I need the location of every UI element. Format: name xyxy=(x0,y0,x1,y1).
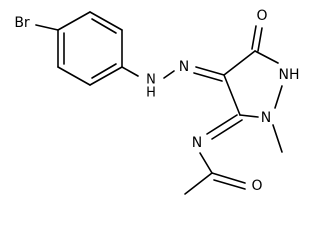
c-br-bond xyxy=(35,24,59,31)
chemical-structure-diagram: Br N H N O NH N N O xyxy=(14,8,300,195)
acetyl-o-label: O xyxy=(251,178,262,194)
c-methyl-bond xyxy=(184,172,213,195)
ring-bond xyxy=(239,114,259,118)
pyrazolone-ring xyxy=(223,50,283,118)
c-o-double-bond xyxy=(213,179,246,190)
ring-bond xyxy=(57,66,91,86)
ring-nh-label: NH xyxy=(279,67,300,83)
n-c-double-bond xyxy=(193,72,223,82)
c-o-double-bond xyxy=(251,25,257,50)
n-c-bond xyxy=(199,152,213,174)
c-n-double-bond xyxy=(211,119,243,140)
ring-n-label: N xyxy=(261,110,271,126)
ring-double-bond xyxy=(91,18,117,34)
c-o-double-bond xyxy=(257,27,263,52)
hydrazone-n-label: N xyxy=(179,59,189,75)
bromine-label: Br xyxy=(14,15,30,31)
hydrazone-nh-label-h: H xyxy=(146,86,156,101)
c-o-double-bond xyxy=(211,172,246,184)
ring-bond xyxy=(89,11,123,31)
n-c-double-bond xyxy=(195,66,225,76)
ring-bond xyxy=(274,85,283,109)
ring-double-bond xyxy=(91,63,117,79)
n-methyl-bond xyxy=(272,124,283,153)
ring-bond xyxy=(254,50,279,64)
ring-bond xyxy=(223,50,256,76)
ring-bond xyxy=(57,11,91,31)
imine-n-label: N xyxy=(192,135,202,151)
ring-bond xyxy=(223,74,241,116)
ring-bond xyxy=(89,66,123,86)
c-n-bond xyxy=(121,66,139,77)
hydrazone-nh-label-n: N xyxy=(146,73,156,88)
ring-oxo-label: O xyxy=(256,8,267,24)
n-n-bond xyxy=(163,70,175,79)
benzene-ring xyxy=(57,11,123,86)
c-n-double-bond xyxy=(206,114,238,135)
